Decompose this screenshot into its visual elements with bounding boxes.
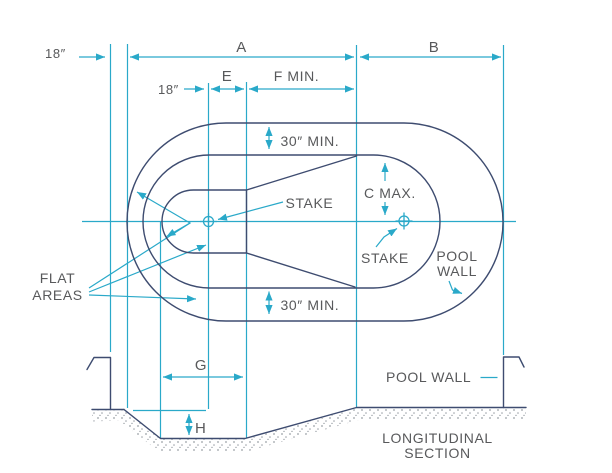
label-flat-areas-line1: FLAT: [40, 270, 76, 286]
label-stake-right: STAKE: [361, 250, 409, 266]
section-title-line2: SECTION: [404, 445, 470, 461]
dim-label-18-mid: 18″: [158, 82, 179, 97]
leader-flat-area-upper-band: [88, 191, 192, 289]
dim-label-H: H: [195, 420, 206, 437]
dim-label-B: B: [429, 39, 440, 56]
ground-stipple: [92, 408, 526, 452]
section-title-line1: LONGITUDINAL: [382, 430, 493, 446]
transition-slope-lower-edge: [245, 252, 356, 288]
diagram-labels: 18″ A B 18″ E F MIN. 30″ MIN. C MAX. STA…: [32, 39, 493, 461]
stake-marker-right: [395, 212, 413, 230]
label-pool-wall-plan-line1: POOL: [436, 248, 477, 264]
dim-label-30-min-bottom: 30″ MIN.: [281, 297, 340, 313]
longitudinal-section: [86, 356, 527, 452]
section-excavation-profile: [123, 406, 527, 440]
leader-pool-wall-plan: [448, 280, 463, 295]
label-pool-wall-plan-line2: WALL: [437, 263, 477, 279]
section-pool-wall-right: [502, 356, 525, 409]
stake-symbols: [200, 212, 413, 230]
dim-label-30-min-top: 30″ MIN.: [281, 133, 340, 149]
transition-slope-upper-edge: [245, 155, 358, 191]
dim-label-E: E: [222, 68, 233, 85]
dimension-lines: [79, 53, 501, 435]
label-stake-left: STAKE: [286, 195, 334, 211]
dim-label-18-top: 18″: [45, 46, 66, 61]
extension-lines: [82, 44, 516, 438]
leader-stake-left: [217, 201, 284, 221]
outer-excavation-outline: [126, 122, 504, 322]
leader-flat-area-bottom-band: [88, 294, 197, 303]
label-flat-areas-line2: AREAS: [32, 287, 82, 303]
leader-stake-right: [375, 227, 398, 248]
inner-excavation-outline: [142, 154, 441, 289]
dim-label-F-min: F MIN.: [274, 68, 320, 84]
section-pool-wall-left: [86, 356, 112, 411]
leader-flat-area-left-band: [166, 222, 191, 238]
plan-view-outlines: [126, 122, 504, 322]
dim-label-C-max: C MAX.: [364, 185, 416, 201]
stake-marker-left: [200, 213, 217, 230]
dim-label-G: G: [195, 357, 207, 374]
dim-label-A: A: [236, 39, 247, 56]
flat-area-left-outline: [161, 189, 248, 254]
label-pool-wall-section: POOL WALL: [386, 369, 471, 385]
